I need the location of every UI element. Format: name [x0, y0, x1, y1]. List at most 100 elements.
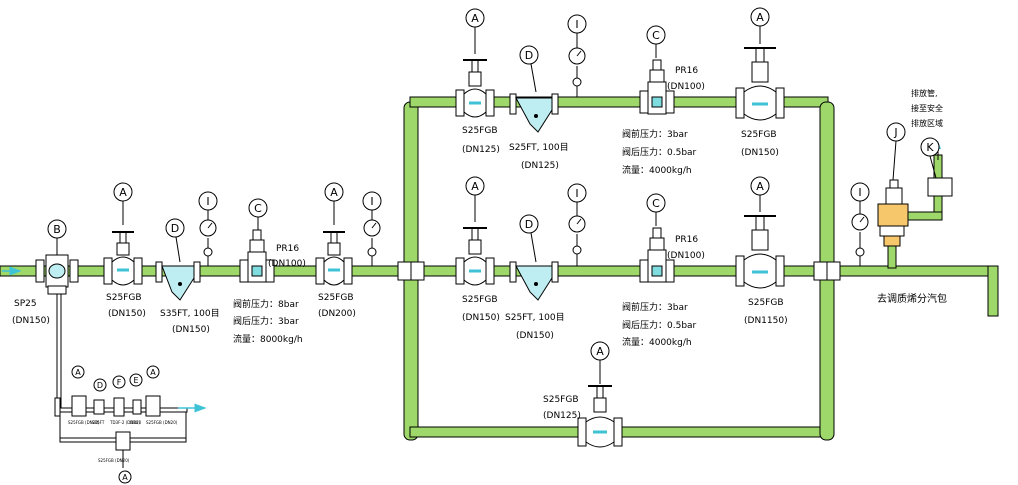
marker-i-main: I: [198, 191, 218, 220]
marker-a-mid-in: A: [465, 176, 485, 222]
valve-globe-upper-out[interactable]: [735, 47, 785, 121]
svg-text:C: C: [254, 202, 262, 215]
valve-globe-inlet[interactable]: [103, 231, 143, 286]
marker-a-bypass: A: [590, 341, 610, 384]
mid-prv-flow: 流量：4000kg/h: [622, 336, 692, 348]
tee-fittings: [397, 261, 841, 281]
valve-globe-outlet-main[interactable]: [315, 231, 353, 286]
marker-i-upper: I: [567, 14, 587, 48]
svg-text:B: B: [53, 223, 61, 236]
marker-d-mid: D: [519, 214, 539, 263]
svg-text:C: C: [652, 29, 660, 42]
svg-text:E: E: [133, 376, 138, 385]
strainer-upper[interactable]: [509, 93, 559, 133]
marker-i-mid: I: [567, 183, 587, 216]
trap-detail-label-4: DN20: [130, 420, 142, 425]
trap-detail-label-1: S25FGB (DN20): [68, 420, 100, 425]
valve-globe-mid-out[interactable]: [735, 215, 785, 289]
svg-text:F: F: [117, 378, 122, 387]
upper-prv-p-in: 阀前压力：3bar: [622, 128, 688, 140]
marker-i-outlet: I: [850, 182, 870, 214]
marker-a-trap-3: A: [118, 470, 132, 484]
marker-j: J: [886, 122, 906, 181]
svg-text:D: D: [97, 381, 103, 390]
gauge-i-outlet: [851, 213, 869, 266]
valve-globe-upper-in[interactable]: [455, 59, 495, 118]
trap-detail: [54, 395, 187, 468]
valve-trap-b[interactable]: [35, 254, 79, 295]
mid-prv-p-in: 阀前压力：3bar: [622, 301, 688, 313]
upper-globe-in-model: S25FGB: [462, 126, 498, 136]
marker-a-trap-1: A: [71, 365, 85, 379]
svg-text:J: J: [893, 126, 897, 139]
safety-valve-j[interactable]: [877, 179, 909, 247]
prv-upper[interactable]: [639, 59, 675, 115]
svg-text:D: D: [525, 218, 533, 231]
prv-main[interactable]: [239, 229, 275, 283]
mid-strainer-model: S25FT, 100目: [505, 312, 565, 323]
svg-text:C: C: [652, 197, 660, 210]
svg-text:A: A: [596, 345, 604, 358]
upper-prv-p-out: 阀后压力：0.5bar: [622, 146, 697, 158]
svg-text:A: A: [75, 368, 81, 377]
gauge-i-upper: [568, 47, 586, 97]
svg-text:D: D: [171, 222, 179, 235]
upper-globe-out-model: S25FGB: [741, 130, 777, 140]
strainer-main-size: (DN150): [172, 325, 210, 335]
marker-a-inlet: A: [113, 182, 133, 225]
strainer-main[interactable]: [155, 261, 201, 301]
prv-mid[interactable]: [639, 227, 675, 283]
svg-text:A: A: [756, 180, 764, 193]
svg-text:A: A: [330, 186, 338, 199]
marker-a-mid-out: A: [750, 176, 770, 212]
svg-text:A: A: [122, 473, 128, 482]
trap-b-size: (DN150): [12, 316, 50, 326]
marker-e-trap: E: [129, 373, 143, 387]
marker-d-main: D: [165, 218, 185, 263]
globe-inlet-model: S25FGB: [106, 293, 142, 303]
upper-globe-out-size: (DN150): [741, 148, 779, 158]
trap-detail-label-3: TD3F-2 (DN20): [109, 420, 140, 425]
marker-d-trap: D: [93, 378, 107, 392]
bypass-globe-size: (DN125): [543, 411, 581, 421]
gauge-i-main: [199, 219, 217, 266]
marker-a-main-out: A: [324, 182, 344, 225]
upper-strainer-model: S25FT, 100目: [509, 142, 569, 153]
silencer-k[interactable]: [927, 177, 953, 197]
mid-prv-size: (DN100): [667, 251, 705, 261]
marker-d-upper: D: [519, 45, 539, 93]
trap-detail-label-2: S35FT: [92, 420, 105, 425]
marker-a-upper-in: A: [465, 8, 485, 54]
mid-globe-in-size: (DN150): [462, 313, 500, 323]
globe-inlet-size: (DN150): [108, 309, 146, 319]
marker-a-trap-2: A: [146, 365, 160, 379]
bypass-globe-model: S25FGB: [543, 395, 579, 405]
outlet-label: 去调质烯分汽包: [877, 292, 947, 305]
marker-c-mid: C: [646, 193, 666, 226]
gauge-i-mid: [568, 215, 586, 266]
safety-note-line-3: 排放区域: [911, 118, 943, 128]
svg-text:A: A: [471, 180, 479, 193]
valve-globe-bypass[interactable]: [577, 385, 623, 448]
svg-text:A: A: [471, 12, 479, 25]
prv-main-flow: 流量：8000kg/h: [233, 333, 303, 345]
strainer-mid[interactable]: [509, 261, 559, 301]
gauge-i-main-out: [363, 219, 381, 266]
upper-prv-size: (DN100): [667, 82, 705, 92]
valve-globe-mid-in[interactable]: [455, 227, 495, 286]
trap-detail-label-5: S25FGB (DN20): [146, 420, 178, 425]
prv-main-p-out: 阀后压力：3bar: [233, 315, 299, 327]
svg-text:D: D: [525, 49, 533, 62]
svg-text:A: A: [756, 11, 764, 24]
mid-prv-p-out: 阀后压力：0.5bar: [622, 319, 697, 331]
globe-outlet-model: S25FGB: [318, 293, 354, 303]
mid-strainer-size: (DN150): [516, 331, 554, 341]
safety-note-line-2: 接至安全: [911, 103, 943, 113]
strainer-main-model: S35FT, 100目: [160, 308, 220, 319]
svg-text:I: I: [206, 195, 209, 208]
mid-prv-model: PR16: [675, 235, 698, 245]
trap-b-model: SP25: [14, 299, 37, 309]
svg-text:I: I: [858, 186, 861, 199]
upper-prv-model: PR16: [675, 66, 698, 76]
